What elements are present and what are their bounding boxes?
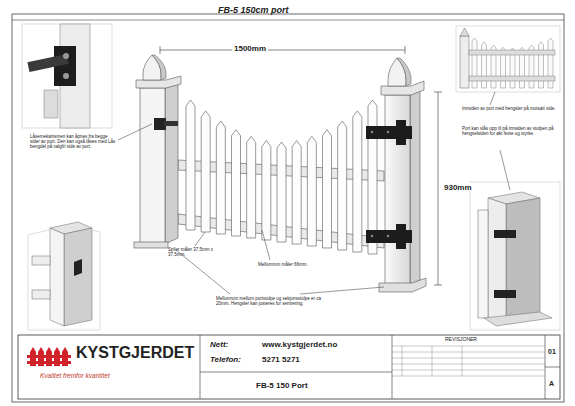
picket: [307, 136, 316, 246]
revision-letter: A: [549, 380, 554, 388]
dimension: 930mm: [442, 183, 474, 192]
picket: [247, 136, 256, 238]
field-name: Telefon:: [210, 355, 241, 364]
slogan: Kvalitet fremfor kvantitet: [40, 372, 110, 379]
picket: [338, 121, 347, 250]
note: Spiler måler 37,5mm x 37,5mm.: [168, 247, 220, 257]
field-value: www.kystgjerdet.no: [262, 340, 337, 349]
picket: [186, 100, 195, 230]
picket: [292, 141, 301, 244]
picket: [353, 111, 362, 252]
picket: [262, 141, 271, 240]
note: Port kan slås opp til på innsiden av sto…: [462, 126, 558, 136]
picket: [277, 142, 286, 242]
drawing-title: FB-5 150cm port: [218, 5, 289, 15]
drawing-name: FB-5 150 Port: [256, 381, 308, 390]
field-name: Nett:: [210, 340, 228, 349]
note: Mellomrom mellom portstolpe og sekjonsst…: [216, 296, 334, 306]
picket: [216, 121, 225, 234]
note: Mellomrom måler 66mm.: [258, 262, 320, 267]
picket: [232, 130, 241, 236]
dimension: 1500mm: [232, 44, 268, 53]
note: Innsiden av port med hengsler på motsatt…: [462, 106, 558, 111]
picket: [201, 111, 210, 232]
field-value: 5271 5271: [262, 355, 300, 364]
table-header: REVISJONER: [445, 337, 477, 343]
note: Låsemekanismen kan åpnes fra begge sider…: [30, 134, 118, 150]
picket: [323, 130, 332, 248]
sheet-number: 01: [548, 348, 556, 356]
company-name: KYSTGJERDET: [76, 344, 194, 362]
